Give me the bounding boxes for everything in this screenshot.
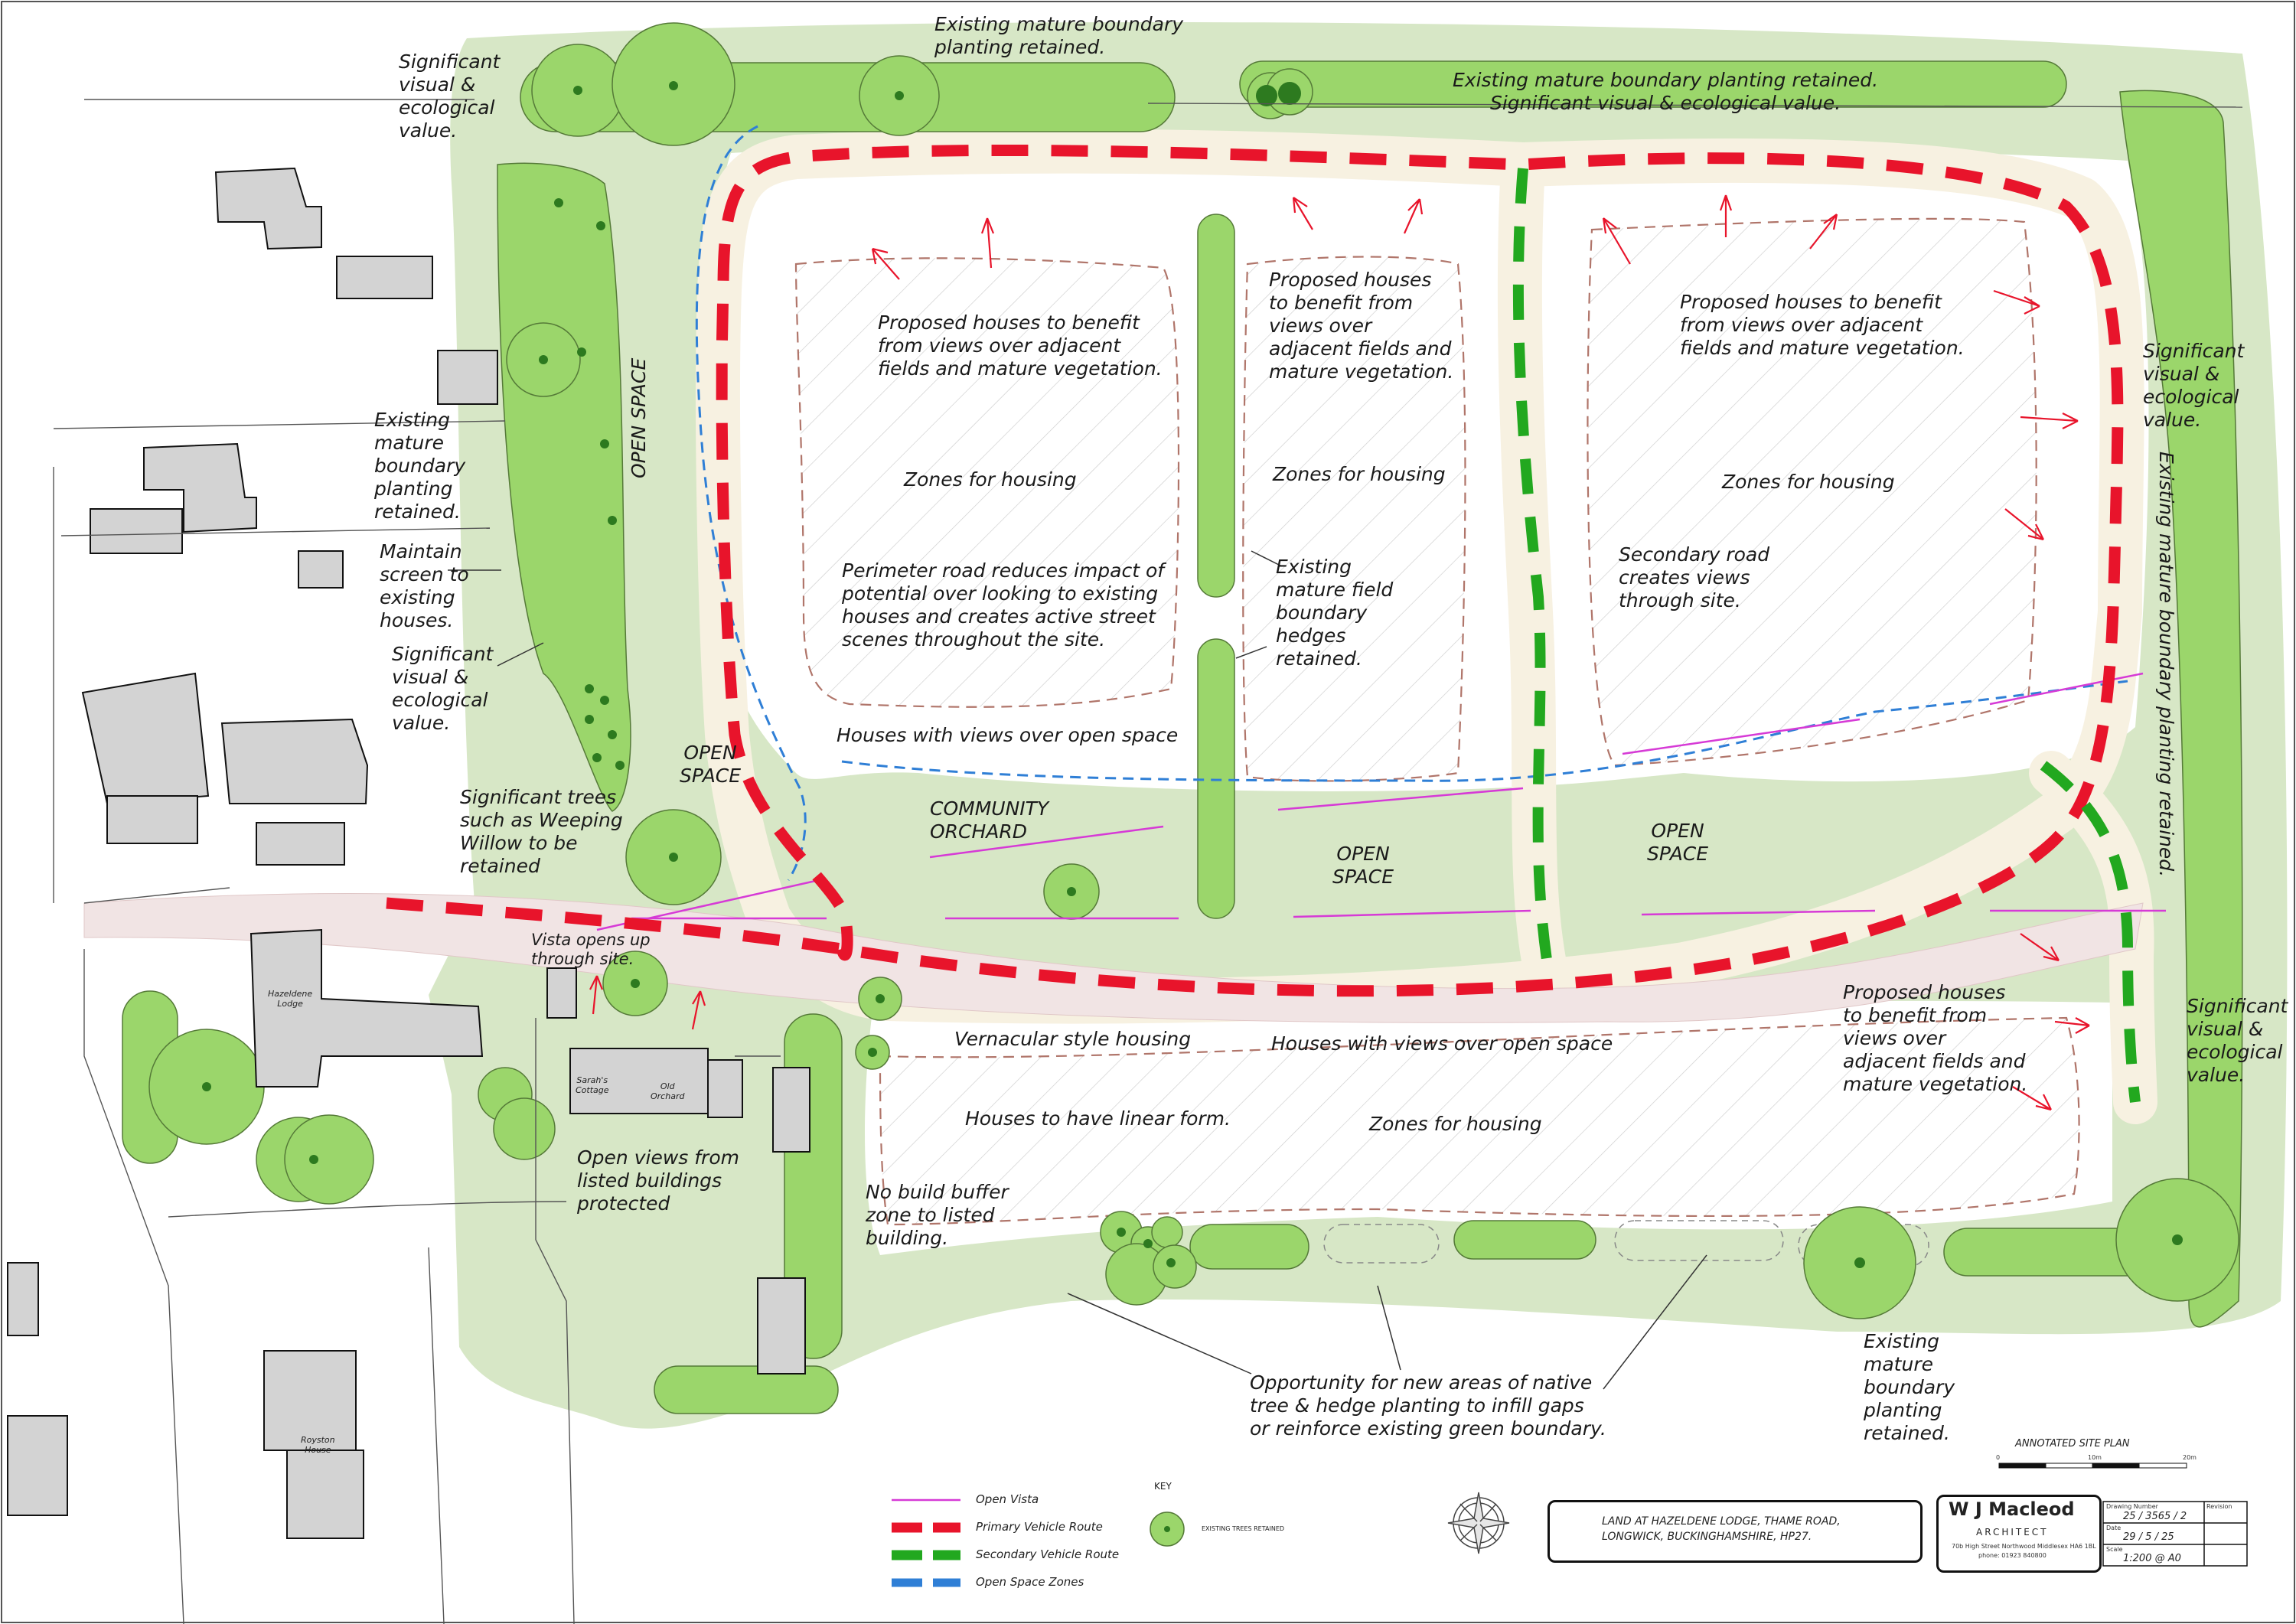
architect-name: W J Macleod — [1949, 1498, 2075, 1520]
legend-samples — [892, 1498, 1185, 1587]
north-compass-icon — [1447, 1492, 1510, 1554]
architect-box — [1936, 1495, 2102, 1573]
drawing-number-label: Drawing Number — [2106, 1503, 2158, 1510]
drawing-date: 29 / 5 / 25 — [2123, 1531, 2174, 1543]
secondary-road-surface — [1497, 142, 1568, 994]
annotation-bottom-right-boundary: Existing mature boundary planting retain… — [1864, 1330, 1955, 1444]
secondary-vehicle-routes — [1512, 168, 2141, 1103]
annotation-vista: Vista opens up through site. — [531, 931, 651, 968]
view-arrows — [589, 194, 2090, 1111]
annotation-opportunity: Opportunity for new areas of native tree… — [1250, 1371, 1606, 1440]
housing-zone-4 — [879, 1016, 2080, 1226]
legend-existing-trees: EXISTING TREES RETAINED — [1202, 1525, 1285, 1532]
annotation-houses-open-space-1: Houses with views over open space — [837, 724, 1179, 746]
legend-open-vista: Open Vista — [976, 1492, 1039, 1506]
annotation-zones-1: Zones for housing — [904, 468, 1077, 491]
annotation-vernacular: Vernacular style housing — [954, 1028, 1192, 1050]
hedge-bottom-2 — [1453, 1220, 1596, 1260]
annotation-top-boundary: Existing mature boundary planting retain… — [934, 13, 1184, 58]
title-block-grid — [2102, 1501, 2248, 1567]
annotation-top-right-boundary: Existing mature boundary planting retain… — [1453, 69, 1879, 114]
project-address: LAND AT HAZELDENE LODGE, THAME ROAD, LON… — [1602, 1515, 1841, 1543]
annotation-top-left-visual: Significant visual & ecological value. — [399, 51, 501, 142]
annotation-houses-open-space-2: Houses with views over open space — [1271, 1032, 1613, 1055]
date-label: Date — [2106, 1525, 2122, 1531]
hedge-bottom-1 — [1189, 1224, 1309, 1270]
annotation-proposed-views-3: Proposed houses to benefit from views ov… — [1680, 291, 1965, 359]
legend-open-space-zones: Open Space Zones — [976, 1575, 1084, 1589]
building-label-royston: Royston House — [301, 1435, 335, 1455]
annotation-left-visual: Significant visual & ecological value. — [392, 643, 494, 734]
annotation-open-views: Open views from listed buildings protect… — [577, 1146, 739, 1215]
annotation-right-visual-top: Significant visual & ecological value. — [2143, 340, 2245, 431]
legend-key-heading: KEY — [1154, 1481, 1172, 1492]
address-box — [1548, 1500, 1923, 1563]
building-label-sarahs: Sarah's Cottage — [576, 1075, 609, 1095]
architect-address: 70b High Street Northwood Middlesex HA6 … — [1952, 1543, 2096, 1550]
annotation-left-boundary: Existing mature boundary planting retain… — [374, 409, 466, 523]
tree-trunks — [202, 81, 2183, 1268]
hedge-bottom-left — [654, 1365, 839, 1414]
annotation-right-visual-bottom: Significant visual & ecological value. — [2187, 995, 2288, 1086]
annotation-linear-form: Houses to have linear form. — [965, 1107, 1231, 1130]
annotation-secondary-road: Secondary road creates views through sit… — [1619, 543, 1770, 611]
open-vistas — [596, 672, 2166, 931]
scale-bar-0: 0 — [1996, 1454, 2001, 1461]
boundary-lines — [53, 99, 2243, 1624]
primary-vehicle-route — [386, 144, 2124, 997]
annotation-proposed-views-4: Proposed houses to benefit from views ov… — [1843, 981, 2028, 1095]
architect-subtitle: ARCHITECT — [1976, 1527, 2049, 1538]
annotation-existing-hedges: Existing mature field boundary hedges re… — [1276, 556, 1394, 670]
scale-bar — [1998, 1463, 2187, 1469]
existing-buildings — [7, 167, 810, 1539]
leader-lines — [448, 550, 1707, 1390]
building-label-old-orchard: Old Orchard — [651, 1081, 685, 1101]
drawing-number: 25 / 3565 / 2 — [2123, 1511, 2187, 1522]
annotation-proposed-views-1: Proposed houses to benefit from views ov… — [878, 311, 1163, 380]
housing-zone-2 — [1242, 256, 1466, 782]
annotation-community-orchard: COMMUNITY ORCHARD — [930, 797, 1049, 843]
annotation-proposed-views-2: Proposed houses to benefit from views ov… — [1269, 269, 1454, 383]
annotation-open-space-mid: OPEN SPACE — [1332, 843, 1394, 888]
housing-zones — [794, 217, 2080, 1226]
trees — [148, 22, 2239, 1319]
architect-phone: phone: 01923 840800 — [1978, 1552, 2047, 1559]
legend-secondary-route: Secondary Vehicle Route — [976, 1547, 1120, 1561]
annotation-perimeter-road: Perimeter road reduces impact of potenti… — [842, 559, 1165, 651]
annotation-no-build: No build buffer zone to listed building. — [866, 1181, 1009, 1249]
hedge-mid-upper — [1197, 214, 1235, 598]
scale-bar-end: 20m — [2183, 1454, 2197, 1461]
revision-label: Revision — [2206, 1503, 2232, 1510]
drawing-scale: 1:200 @ A0 — [2123, 1553, 2181, 1564]
scale-label: Scale — [2106, 1546, 2123, 1553]
building-label-hazeldene: Hazeldene Lodge — [268, 989, 313, 1009]
annotation-right-boundary-vertical: Existing mature boundary planting retain… — [2155, 452, 2177, 878]
sheet-title: ANNOTATED SITE PLAN — [2015, 1438, 2130, 1450]
tree-belt-right — [2119, 90, 2243, 1328]
annotation-maintain-screen: Maintain screen to existing houses. — [380, 540, 469, 631]
annotation-zones-2: Zones for housing — [1273, 463, 1446, 485]
housing-zone-1 — [794, 257, 1180, 708]
annotation-open-space-vertical: OPEN SPACE — [628, 357, 650, 478]
annotation-zones-4: Zones for housing — [1369, 1113, 1542, 1135]
housing-zone-3 — [1587, 217, 2037, 767]
hedge-top-right — [1239, 60, 2067, 108]
annotation-open-space-right: OPEN SPACE — [1647, 820, 1709, 865]
annotation-open-space-left: OPEN SPACE — [680, 742, 742, 787]
annotation-significant-trees: Significant trees such as Weeping Willow… — [460, 786, 623, 877]
scale-bar-mid: 10m — [2088, 1454, 2102, 1461]
legend-primary-route: Primary Vehicle Route — [976, 1520, 1103, 1534]
annotation-zones-3: Zones for housing — [1722, 471, 1895, 493]
